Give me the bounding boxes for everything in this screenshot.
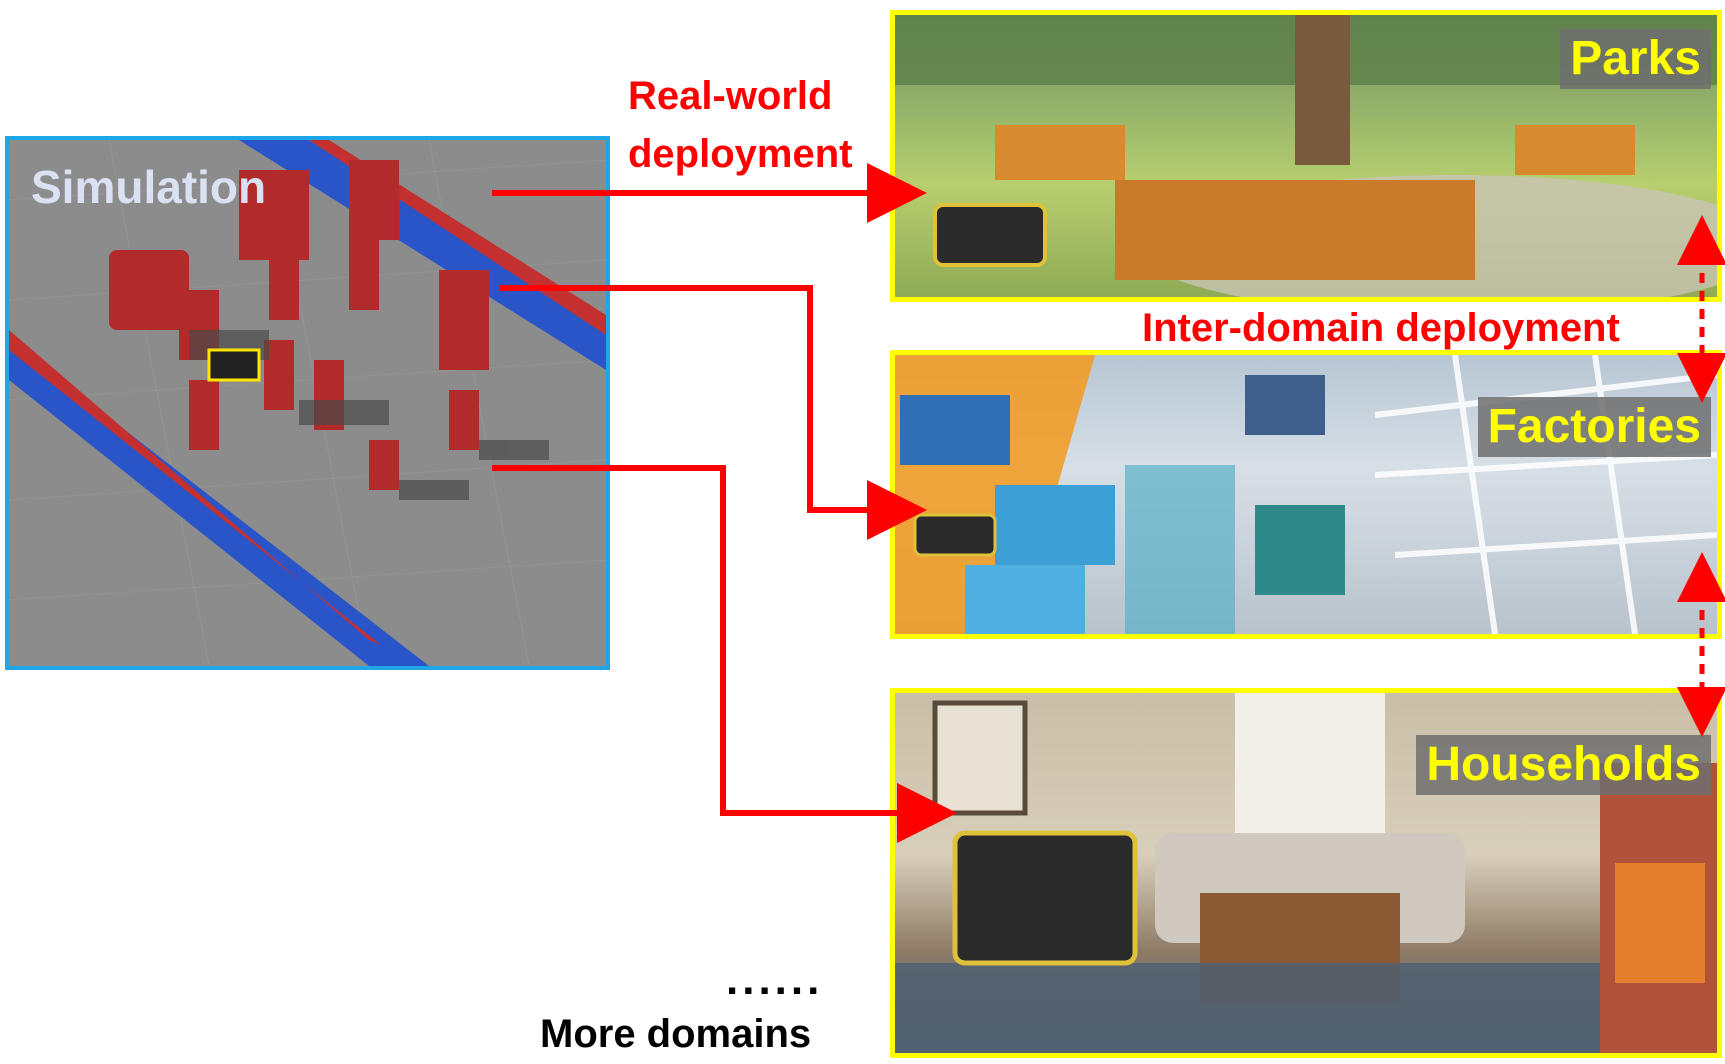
inter-domain-label: Inter-domain deployment <box>1142 306 1620 350</box>
bench-right <box>1515 125 1635 175</box>
robot-icon <box>952 830 1138 966</box>
green-cart <box>1255 505 1345 595</box>
parks-label: Parks <box>1570 32 1701 85</box>
households-panel: Households <box>890 688 1722 1058</box>
real-world-line1: Real-world <box>628 74 833 118</box>
factories-scene <box>895 355 1717 634</box>
vehicle <box>900 395 1010 465</box>
rug <box>895 963 1717 1053</box>
more-domains-label: More domains <box>540 1012 812 1056</box>
factories-label: Factories <box>1487 400 1701 453</box>
households-label: Households <box>1426 738 1701 791</box>
arrow-factories <box>500 285 927 540</box>
simulation-scene <box>9 140 606 666</box>
robot-icon <box>933 203 1047 267</box>
window <box>1235 693 1385 843</box>
tree-trunk <box>1295 15 1350 165</box>
blue-cart-1 <box>995 485 1115 565</box>
obstacle-shadows <box>189 330 549 500</box>
wall-upper <box>239 140 606 370</box>
gantry <box>1374 355 1717 634</box>
bench-front <box>1115 180 1475 280</box>
more-dots: ...... <box>726 955 824 1004</box>
simulation-panel: Simulation <box>5 136 610 670</box>
moving-cart <box>1125 465 1235 634</box>
arrow-households <box>492 465 957 843</box>
parks-label-box: Parks <box>1560 29 1711 89</box>
rack <box>1245 375 1325 435</box>
blue-cart-2 <box>965 565 1085 634</box>
sim-robot <box>207 348 261 382</box>
households-label-box: Households <box>1416 735 1711 795</box>
simulation-label: Simulation <box>31 161 267 213</box>
red-obstacles <box>109 160 489 490</box>
parks-panel: Parks <box>890 10 1722 302</box>
real-world-line2: deployment <box>628 132 853 176</box>
factories-label-box: Factories <box>1477 397 1711 457</box>
parks-scene <box>895 15 1717 297</box>
factories-panel: Factories <box>890 350 1722 639</box>
bench-left <box>995 125 1125 180</box>
fire <box>1615 863 1705 983</box>
households-scene <box>895 693 1717 1053</box>
